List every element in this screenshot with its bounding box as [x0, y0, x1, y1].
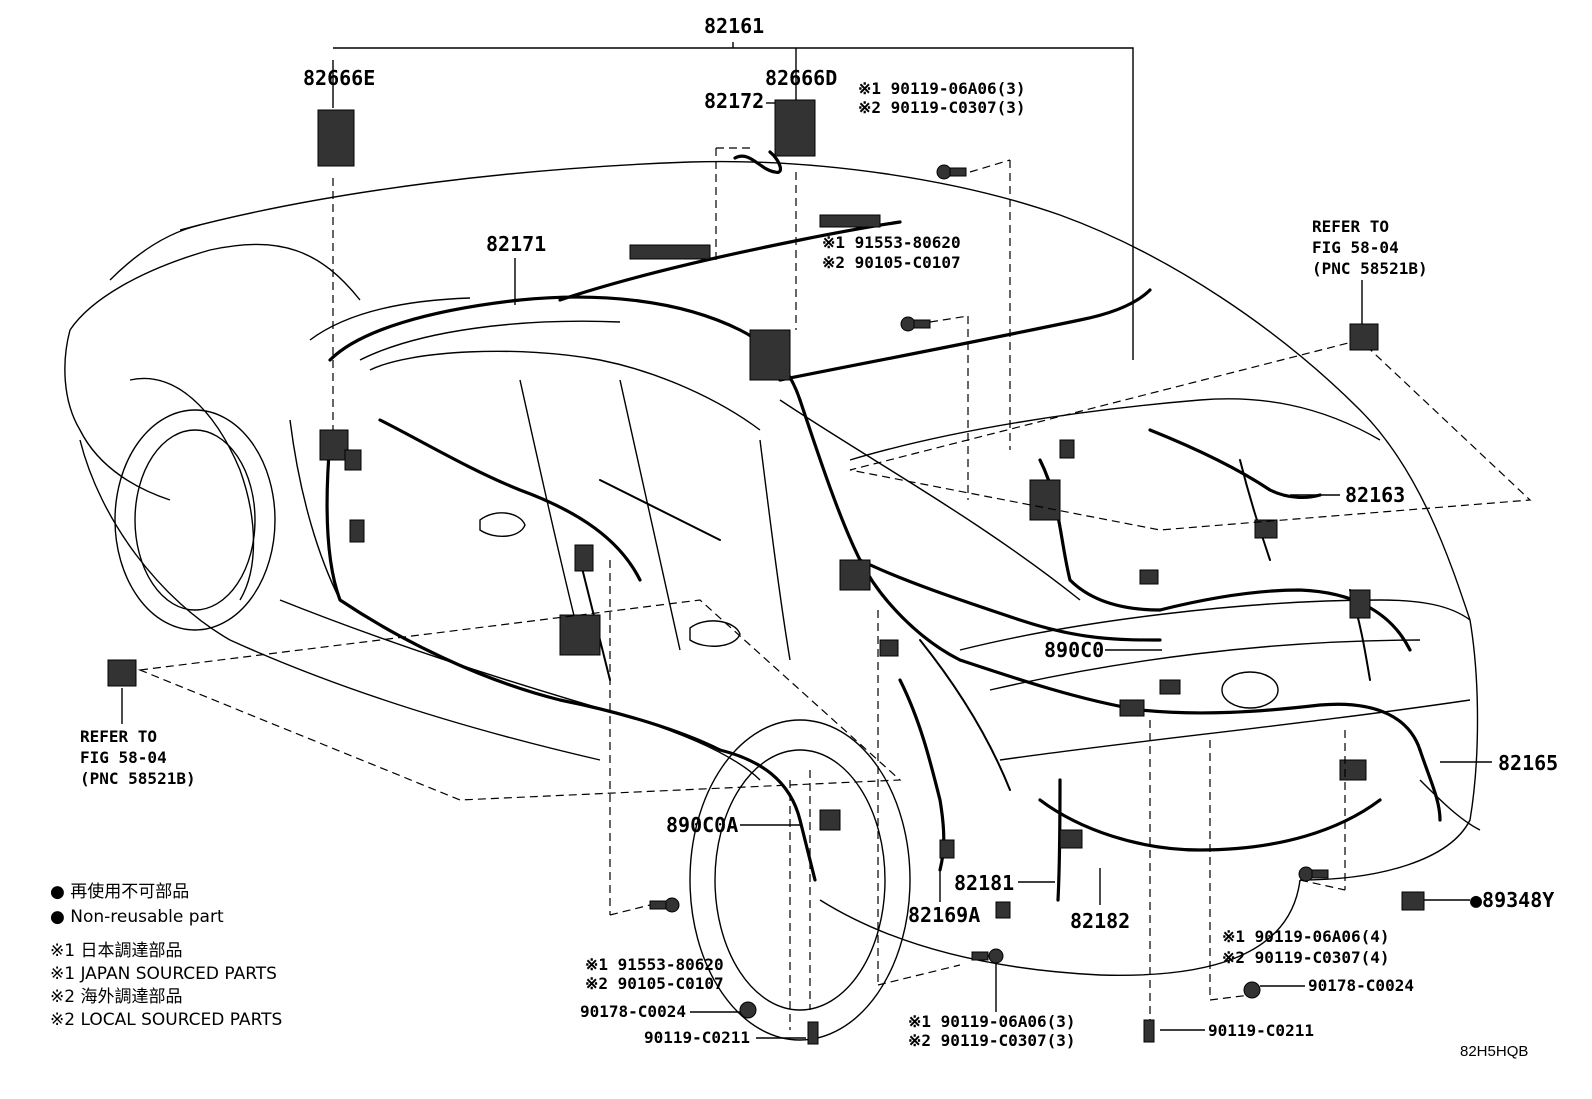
- label-82172: 82172: [704, 89, 764, 113]
- harness-82172: [733, 150, 783, 174]
- callout-bolt-left-nut: 90178-C0024: [580, 1002, 686, 1021]
- callout-bolt-top-1: ※1 90119-06A06(3): [858, 79, 1026, 98]
- bolt-right-icon: [1298, 866, 1314, 882]
- clip-89348Y-icon: [1401, 891, 1425, 911]
- refer-note-left: REFER TO FIG 58-04 (PNC 58521B): [80, 727, 196, 788]
- relay-block-82666E: [317, 109, 355, 167]
- screw-bottom-icon: [1143, 1019, 1155, 1043]
- callout-bolt-left-2: ※2 90105-C0107: [585, 974, 724, 993]
- callout-bolt-right-2: ※2 90119-C0307(4): [1222, 948, 1390, 967]
- callout-bolt-top-2: ※2 90119-C0307(3): [858, 98, 1026, 117]
- part-labels: 82161 82666E 82666D 82172 82171 82163 89…: [303, 14, 1558, 933]
- hardware: [107, 99, 1425, 1045]
- callout-bolt-left-screw: 90119-C0211: [644, 1028, 750, 1047]
- part-82169A-icon: [995, 901, 1011, 919]
- label-82181: 82181: [954, 871, 1014, 895]
- label-82666E: 82666E: [303, 66, 375, 90]
- hardware-callouts: ※1 90119-06A06(3) ※2 90119-C0307(3) ※1 9…: [580, 79, 1414, 1050]
- refer-left-line-3: (PNC 58521B): [80, 769, 196, 788]
- refer-note-right: REFER TO FIG 58-04 (PNC 58521B): [1312, 217, 1428, 278]
- callout-bolt-left-1: ※1 91553-80620: [585, 955, 724, 974]
- nut-left-icon: [739, 1001, 757, 1019]
- callout-bolt-bottom-screw: 90119-C0211: [1208, 1021, 1314, 1040]
- legend-line-4: ※1 JAPAN SOURCED PARTS: [50, 964, 277, 984]
- connectors: [319, 214, 1371, 859]
- bolt-left-icon: [664, 897, 680, 913]
- sensor-clip-left-icon: [107, 659, 137, 687]
- label-890C0: 890C0: [1044, 638, 1104, 662]
- callout-bolt-mid-1: ※1 91553-80620: [822, 233, 961, 252]
- bolt-mid-icon: [900, 316, 916, 332]
- callout-bolt-mid-2: ※2 90105-C0107: [822, 253, 961, 272]
- label-82666D: 82666D: [765, 66, 837, 90]
- legend-line-2: ● Non-reusable part: [50, 907, 224, 927]
- car-body-outline: [64, 160, 1481, 1041]
- callout-bolt-right-nut: 90178-C0024: [1308, 976, 1414, 995]
- legend: ● 再使用不可部品 ● Non-reusable part ※1 日本調達部品 …: [50, 881, 282, 1030]
- dashed-guides: [137, 147, 1532, 1030]
- refer-right-line-2: FIG 58-04: [1312, 238, 1399, 257]
- refer-left-line-2: FIG 58-04: [80, 748, 167, 767]
- legend-line-6: ※2 LOCAL SOURCED PARTS: [50, 1010, 282, 1030]
- label-89348Y: ●89348Y: [1470, 888, 1554, 912]
- legend-line-5: ※2 海外調達部品: [50, 987, 182, 1007]
- label-890C0A: 890C0A: [666, 813, 738, 837]
- callout-bolt-bottom-2: ※2 90119-C0307(3): [908, 1031, 1076, 1050]
- label-82165: 82165: [1498, 751, 1558, 775]
- bolt-top-icon: [936, 164, 952, 180]
- legend-line-3: ※1 日本調達部品: [50, 941, 182, 961]
- callout-bolt-bottom-1: ※1 90119-06A06(3): [908, 1012, 1076, 1031]
- label-82161: 82161: [704, 14, 764, 38]
- refer-left-line-1: REFER TO: [80, 727, 157, 746]
- relay-block-82666D: [774, 99, 816, 157]
- refer-right-line-1: REFER TO: [1312, 217, 1389, 236]
- diagram-code: 82H5HQB: [1460, 1043, 1528, 1060]
- label-82182: 82182: [1070, 909, 1130, 933]
- refer-right-line-3: (PNC 58521B): [1312, 259, 1428, 278]
- legend-line-1: ● 再使用不可部品: [50, 881, 189, 902]
- label-82169A: 82169A: [908, 903, 980, 927]
- screw-left-icon: [807, 1021, 819, 1045]
- label-82163: 82163: [1345, 483, 1405, 507]
- sensor-clip-right-icon: [1349, 323, 1379, 351]
- nut-right-icon: [1243, 981, 1261, 999]
- leader-lines: [121, 42, 1492, 1039]
- label-82171: 82171: [486, 232, 546, 256]
- bolt-bottom-icon: [988, 948, 1004, 964]
- callout-bolt-right-1: ※1 90119-06A06(4): [1222, 927, 1390, 946]
